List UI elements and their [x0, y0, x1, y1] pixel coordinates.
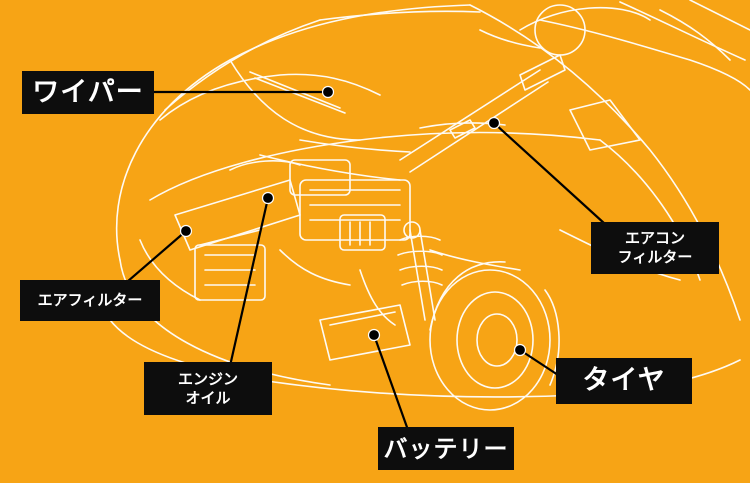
label-battery-text: バッテリー: [383, 434, 509, 463]
label-aircon-filter-line1: エアコン: [624, 229, 685, 248]
label-battery: バッテリー: [378, 427, 514, 470]
label-aircon-filter-line2: フィルター: [617, 248, 693, 266]
label-wiper: ワイパー: [22, 71, 154, 114]
label-aircon-filter: エアコン フィルター: [591, 222, 719, 274]
label-tire: タイヤ: [556, 358, 692, 404]
label-engine-oil-line2: オイル: [185, 388, 231, 407]
label-wiper-text: ワイパー: [32, 76, 144, 108]
label-air-filter-text: エアフィルター: [37, 291, 143, 310]
label-tire-text: タイヤ: [582, 365, 666, 397]
label-engine-oil-line1: エンジン: [177, 369, 238, 388]
label-engine-oil: エンジン オイル: [144, 362, 272, 415]
label-air-filter: エアフィルター: [20, 280, 160, 321]
